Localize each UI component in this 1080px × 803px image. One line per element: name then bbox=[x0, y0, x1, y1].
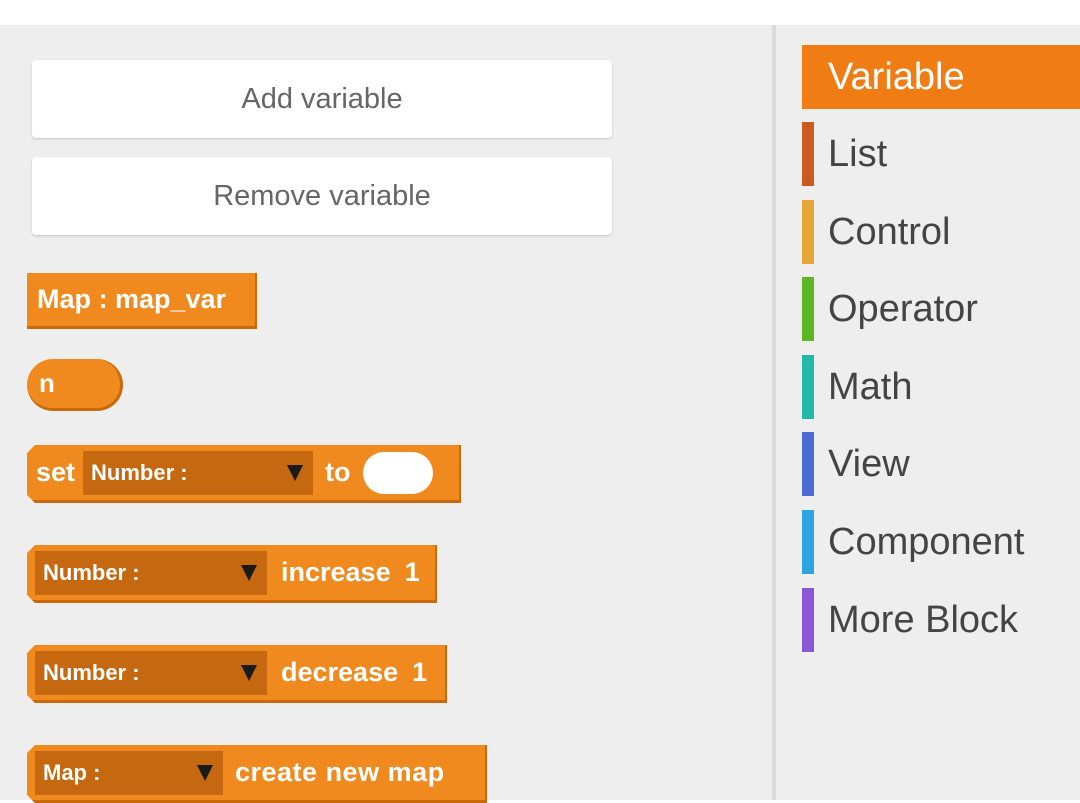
create-map-dropdown[interactable]: Map : bbox=[35, 751, 223, 795]
set-variable-block[interactable]: set Number : to bbox=[27, 445, 461, 503]
category-selected-variable[interactable]: Variable bbox=[802, 45, 1080, 109]
category-list-label: List bbox=[828, 132, 888, 175]
category-component-label: Component bbox=[828, 520, 1025, 563]
category-list: Variable List Control Operator Math View… bbox=[776, 25, 1080, 800]
palette-divider bbox=[772, 25, 776, 800]
decrease-variable-dropdown[interactable]: Number : bbox=[35, 651, 267, 695]
control-color-bar bbox=[802, 200, 814, 264]
category-list-item[interactable]: List bbox=[802, 122, 1072, 186]
remove-variable-button[interactable]: Remove variable bbox=[32, 157, 612, 235]
dropdown-arrow-icon bbox=[241, 665, 257, 681]
dropdown-arrow-icon bbox=[241, 565, 257, 581]
to-label: to bbox=[325, 457, 351, 487]
category-view-label: View bbox=[828, 442, 910, 485]
operator-color-bar bbox=[802, 277, 814, 341]
category-math-label: Math bbox=[828, 365, 913, 408]
increase-variable-dropdown[interactable]: Number : bbox=[35, 551, 267, 595]
block-palette: Add variable Remove variable Map : map_v… bbox=[0, 25, 772, 800]
view-color-bar bbox=[802, 432, 814, 496]
set-dropdown-label: Number : bbox=[91, 459, 188, 485]
decrease-dropdown-label: Number : bbox=[43, 659, 140, 685]
set-value-input[interactable] bbox=[363, 452, 433, 494]
remove-variable-label: Remove variable bbox=[213, 179, 431, 212]
category-control-label: Control bbox=[828, 210, 951, 253]
create-map-label: create new map bbox=[235, 757, 445, 787]
category-more-block-item[interactable]: More Block bbox=[802, 588, 1072, 652]
increase-label: increase bbox=[281, 557, 391, 587]
add-variable-button[interactable]: Add variable bbox=[32, 60, 612, 138]
create-map-block[interactable]: Map : create new map bbox=[27, 745, 487, 803]
list-color-bar bbox=[802, 122, 814, 186]
dropdown-arrow-icon bbox=[197, 765, 213, 781]
n-variable-label: n bbox=[39, 368, 55, 398]
decrease-label: decrease bbox=[281, 657, 399, 687]
map-var-block[interactable]: Map : map_var bbox=[27, 273, 257, 329]
create-map-dropdown-label: Map : bbox=[43, 759, 101, 785]
map-var-label: Map : map_var bbox=[37, 284, 227, 314]
set-variable-dropdown[interactable]: Number : bbox=[83, 451, 313, 495]
increase-dropdown-label: Number : bbox=[43, 559, 140, 585]
more-block-color-bar bbox=[802, 588, 814, 652]
category-view-item[interactable]: View bbox=[802, 432, 1072, 496]
set-label: set bbox=[36, 457, 76, 487]
n-variable-block[interactable]: n bbox=[27, 359, 123, 411]
category-more-block-label: More Block bbox=[828, 598, 1019, 641]
dropdown-arrow-icon bbox=[287, 465, 303, 481]
category-variable-label: Variable bbox=[828, 55, 965, 98]
decrease-amount: 1 bbox=[412, 657, 428, 687]
add-variable-label: Add variable bbox=[241, 82, 403, 115]
component-color-bar bbox=[802, 510, 814, 574]
increase-amount: 1 bbox=[404, 557, 420, 587]
category-operator-label: Operator bbox=[828, 287, 978, 330]
category-control-item[interactable]: Control bbox=[802, 200, 1072, 264]
increase-variable-block[interactable]: Number : increase 1 bbox=[27, 545, 437, 603]
math-color-bar bbox=[802, 355, 814, 419]
category-component-item[interactable]: Component bbox=[802, 510, 1072, 574]
category-operator-item[interactable]: Operator bbox=[802, 277, 1072, 341]
decrease-variable-block[interactable]: Number : decrease 1 bbox=[27, 645, 447, 703]
category-math-item[interactable]: Math bbox=[802, 355, 1072, 419]
